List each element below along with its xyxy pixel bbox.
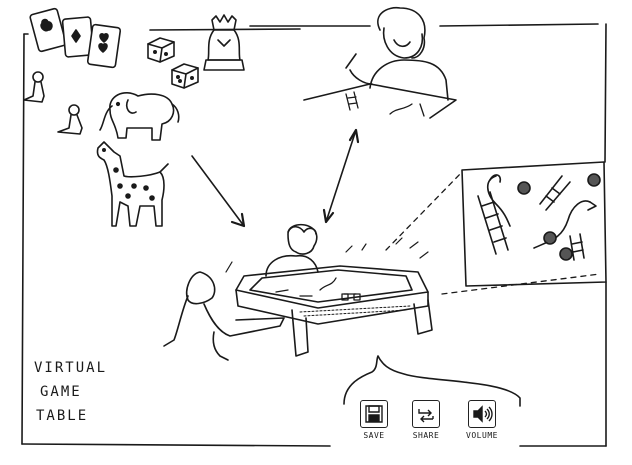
floppy-disk-icon	[360, 400, 388, 428]
toolbar-bracket	[344, 356, 520, 406]
save-label: SAVE	[363, 431, 385, 440]
chess-piece-icon	[204, 15, 244, 70]
snakes-and-ladders-board	[462, 162, 606, 286]
playing-cards-icon	[30, 8, 121, 68]
girl-player-figure	[164, 272, 284, 360]
game-table	[226, 238, 432, 356]
volume-button[interactable]: VOLUME	[456, 400, 508, 440]
share-button[interactable]: SHARE	[400, 400, 452, 440]
dice-icon	[148, 38, 198, 88]
speaker-volume-icon	[468, 400, 496, 428]
share-label: SHARE	[412, 431, 440, 440]
volume-label: VOLUME	[466, 431, 498, 440]
title-line-3: TABLE	[36, 408, 89, 424]
elephant-icon	[100, 93, 179, 140]
title-line-1: VIRTUAL	[34, 360, 108, 376]
remote-table-edge	[304, 84, 456, 118]
giraffe-icon	[97, 142, 168, 226]
double-arrow	[324, 130, 358, 222]
save-button[interactable]: SAVE	[348, 400, 400, 440]
frame-border	[22, 24, 606, 446]
boy-player-figure	[266, 225, 318, 276]
remote-player-figure	[346, 8, 448, 100]
share-arrows-icon	[412, 400, 440, 428]
title-line-2: GAME	[40, 384, 82, 400]
arrow-to-table	[192, 156, 244, 226]
game-pawn-icon	[24, 72, 82, 134]
